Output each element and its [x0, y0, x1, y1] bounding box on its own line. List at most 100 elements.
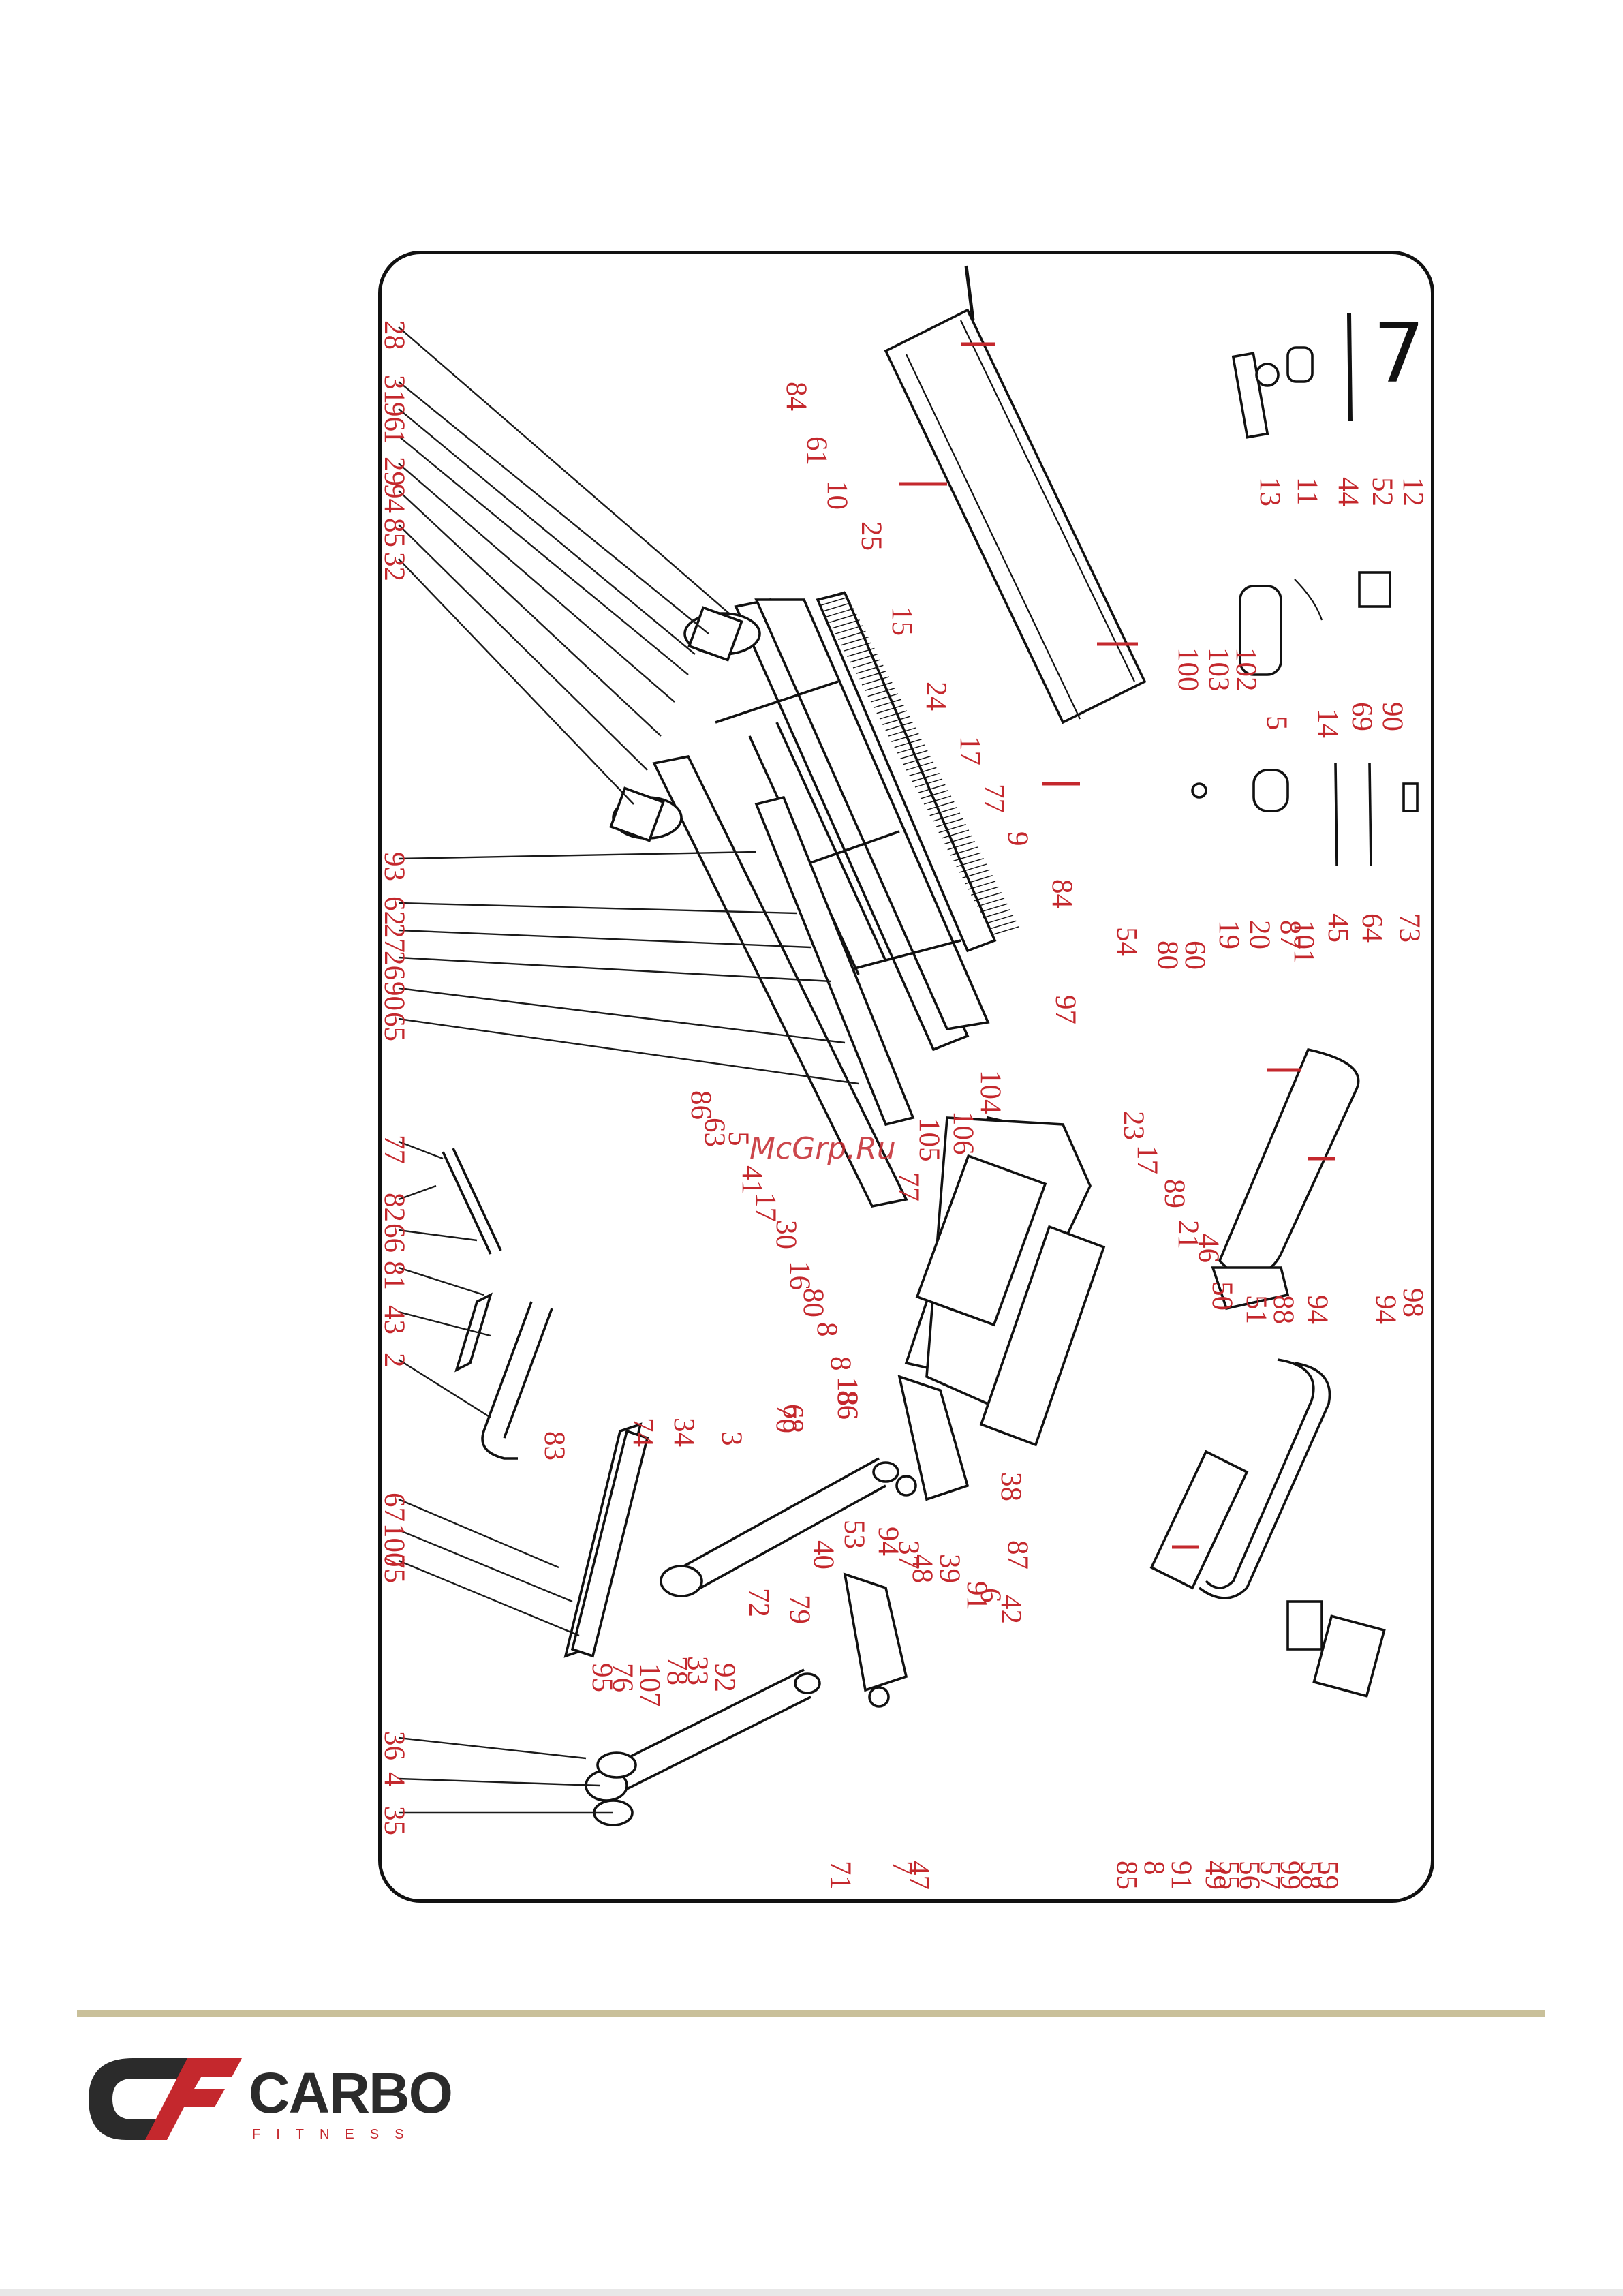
- belt-hatch-line: [909, 767, 937, 777]
- belt-hatch-line: [983, 908, 1010, 919]
- belt-hatch-line: [856, 664, 884, 675]
- callout-label: 52: [1366, 477, 1398, 506]
- carbon-fitness-logo: CARBON FITNESS: [89, 2058, 453, 2142]
- callout-label: 97: [1049, 995, 1081, 1024]
- belt-hatch-line: [882, 716, 910, 726]
- callout-label: 76: [606, 1663, 638, 1692]
- callout-label: 9: [1002, 831, 1034, 846]
- callout-label: 101: [1288, 920, 1320, 964]
- callout-label: 35: [378, 1806, 410, 1835]
- callout-label: 62: [378, 896, 410, 925]
- belt-hatch-line: [850, 653, 878, 663]
- callout-label: 59: [1312, 1861, 1344, 1890]
- callout-leader-lines: [398, 326, 859, 1814]
- callout-label: 80: [1151, 940, 1184, 970]
- callout-label: 67: [378, 1493, 410, 1522]
- callout-label: 23: [1117, 1111, 1149, 1140]
- diagram-frame: [378, 251, 1434, 1903]
- callout-label: 92: [709, 1663, 741, 1692]
- running-deck: [884, 265, 1147, 786]
- callout-label: 37: [893, 1540, 925, 1570]
- belt-hatch-line: [841, 636, 869, 646]
- callout-label: 100: [378, 1523, 410, 1567]
- callout-label: 53: [838, 1520, 870, 1549]
- belt-hatch-line: [838, 630, 866, 641]
- belt-hatch-line: [923, 795, 952, 805]
- leader-line: [398, 956, 832, 983]
- callout-label: 48: [906, 1554, 938, 1583]
- callout-label: 77: [978, 784, 1010, 813]
- callout-label: 16: [784, 1261, 816, 1290]
- callout-label: 69: [1346, 702, 1378, 731]
- callout-label: 95: [586, 1663, 618, 1692]
- belt-hatch-line: [941, 829, 970, 839]
- callout-label: 87: [1002, 1540, 1034, 1570]
- callout-label: 11: [1291, 477, 1323, 505]
- callout-label: 33: [681, 1656, 713, 1685]
- callout-label: 6: [974, 1588, 1006, 1603]
- callout-label: 17: [1131, 1145, 1163, 1174]
- callout-label: 103: [1203, 647, 1235, 692]
- callout-label: 5: [1261, 716, 1293, 731]
- motor-cover: [904, 1116, 1106, 1447]
- handrail: [1149, 1358, 1331, 1599]
- leader-line: [398, 1777, 600, 1787]
- callout-label: 85: [378, 518, 410, 547]
- leader-line: [398, 463, 675, 703]
- belt-hatch-line: [852, 659, 881, 669]
- cf-logo-mark: [89, 2058, 242, 2140]
- leader-line: [398, 1017, 859, 1085]
- leader-line: [398, 851, 757, 860]
- leader-line: [398, 1266, 484, 1296]
- belt-hatch-line: [932, 812, 961, 822]
- belt-hatch-line: [921, 789, 948, 799]
- belt-hatch-line: [888, 727, 916, 737]
- callout-label: 12: [1397, 477, 1429, 506]
- belt-hatch-line: [906, 761, 934, 771]
- callout-label: 85: [1111, 1861, 1143, 1890]
- leader-line: [398, 490, 662, 737]
- callout-label: 5: [722, 1131, 754, 1146]
- belt-hatch-line: [936, 818, 963, 828]
- callout-label: 71: [824, 1861, 856, 1890]
- callout-label: 38: [995, 1472, 1027, 1501]
- callout-label: 78: [661, 1656, 693, 1685]
- callout-label: 31: [378, 375, 410, 404]
- brand-name: CARBON: [249, 2061, 453, 2125]
- callout-label: 40: [807, 1540, 839, 1570]
- belt-hatch-line: [867, 687, 895, 697]
- callout-label: 64: [1356, 913, 1388, 943]
- belt-hatch-line: [847, 647, 875, 658]
- callout-label: 94: [872, 1527, 904, 1556]
- callout-label: 77: [893, 1172, 925, 1201]
- callout-label: 91: [1165, 1861, 1197, 1890]
- callout-label: 86: [685, 1090, 717, 1120]
- footer-rule: [77, 2010, 1545, 2017]
- page-number-bar: [1347, 313, 1352, 422]
- side-rail-left: [754, 591, 1019, 1127]
- callout-label: 58: [1295, 1861, 1327, 1890]
- leader-line: [398, 1140, 444, 1160]
- callout-label: 100: [1172, 647, 1204, 692]
- callout-label: 7: [886, 1861, 918, 1876]
- callout-labels: 2831961299485329362272690657782668143267…: [378, 320, 1429, 1890]
- leader-line: [398, 435, 689, 675]
- belt-hatch-line: [859, 670, 886, 680]
- callout-label: 94: [1370, 1295, 1402, 1324]
- callout-label: 106: [947, 1111, 979, 1155]
- callout-label: 89: [1158, 1179, 1190, 1208]
- leader-line: [398, 381, 709, 634]
- callout-label: 2: [378, 1353, 410, 1368]
- callout-label: 98: [1397, 1288, 1429, 1317]
- page-number: 7: [1373, 307, 1425, 401]
- belt-hatch-line: [885, 721, 913, 731]
- leader-line: [398, 1358, 491, 1419]
- side-handle: [442, 1148, 649, 1658]
- exploded-parts-diagram: 7: [378, 265, 1429, 1890]
- callout-label: 14: [1312, 709, 1344, 738]
- belt-hatch-line: [876, 704, 904, 714]
- belt-hatch-line: [918, 784, 946, 794]
- leader-line: [398, 1736, 587, 1760]
- belt-hatch-line: [971, 886, 999, 896]
- leader-line: [398, 1559, 580, 1637]
